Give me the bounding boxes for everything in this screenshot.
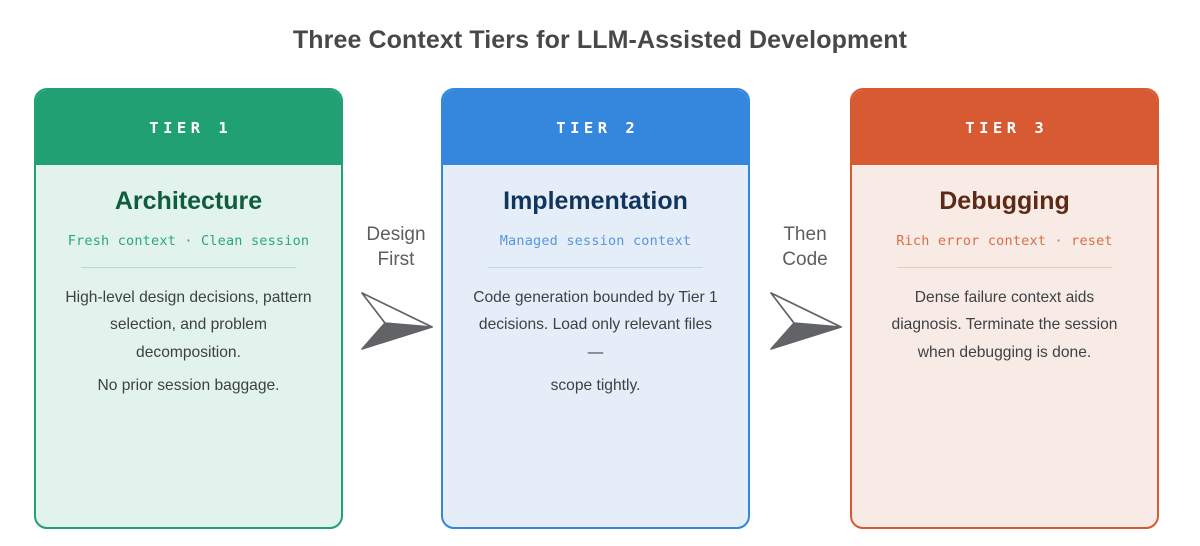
tier-2-paragraph-2: scope tightly.	[550, 376, 641, 394]
tier-3-divider	[897, 267, 1112, 268]
tier-card-1: TIER 1 Architecture Fresh context · Clea…	[34, 88, 343, 529]
tier-1-subtitle: Fresh context · Clean session	[67, 233, 310, 249]
tier-2-subtitle: Managed session context	[499, 233, 692, 249]
tier-1-paragraph-2: No prior session baggage.	[97, 376, 280, 394]
tier-2-divider	[488, 267, 703, 268]
connector-tier2-to-tier3: Then Code	[757, 222, 853, 355]
tier-1-divider	[81, 267, 296, 268]
tier-1-badge: TIER 1	[36, 90, 341, 165]
arrow-right-dart-icon	[770, 291, 842, 350]
tier-card-2: TIER 2 Implementation Managed session co…	[441, 88, 750, 529]
tier-3-body: Debugging Rich error context · reset Den…	[852, 165, 1157, 527]
tier-3-paragraph-1: Dense failure context aids diagnosis. Te…	[891, 289, 1118, 361]
connector-1-label: Design First	[366, 224, 426, 271]
tier-card-3: TIER 3 Debugging Rich error context · re…	[850, 88, 1159, 529]
tier-3-badge: TIER 3	[852, 90, 1157, 165]
tier-3-title: Debugging	[939, 187, 1070, 215]
tier-1-paragraph-1: High-level design decisions, pattern sel…	[65, 289, 312, 361]
tier-3-subtitle: Rich error context · reset	[896, 233, 1113, 249]
tier-1-title: Architecture	[114, 187, 263, 215]
page-title: Three Context Tiers for LLM-Assisted Dev…	[292, 26, 908, 54]
tier-1-body: Architecture Fresh context · Clean sessi…	[36, 165, 341, 527]
tier-2-badge: TIER 2	[443, 90, 748, 165]
connector-2-label: Then Code	[782, 224, 828, 271]
arrow-right-dart-icon	[361, 291, 433, 350]
tier-2-title: Implementation	[503, 187, 688, 215]
tier-2-body: Implementation Managed session context C…	[443, 165, 748, 527]
connector-tier1-to-tier2: Design First	[348, 222, 444, 355]
tier-2-paragraph-1: Code generation bounded by Tier 1 decisi…	[473, 289, 718, 361]
